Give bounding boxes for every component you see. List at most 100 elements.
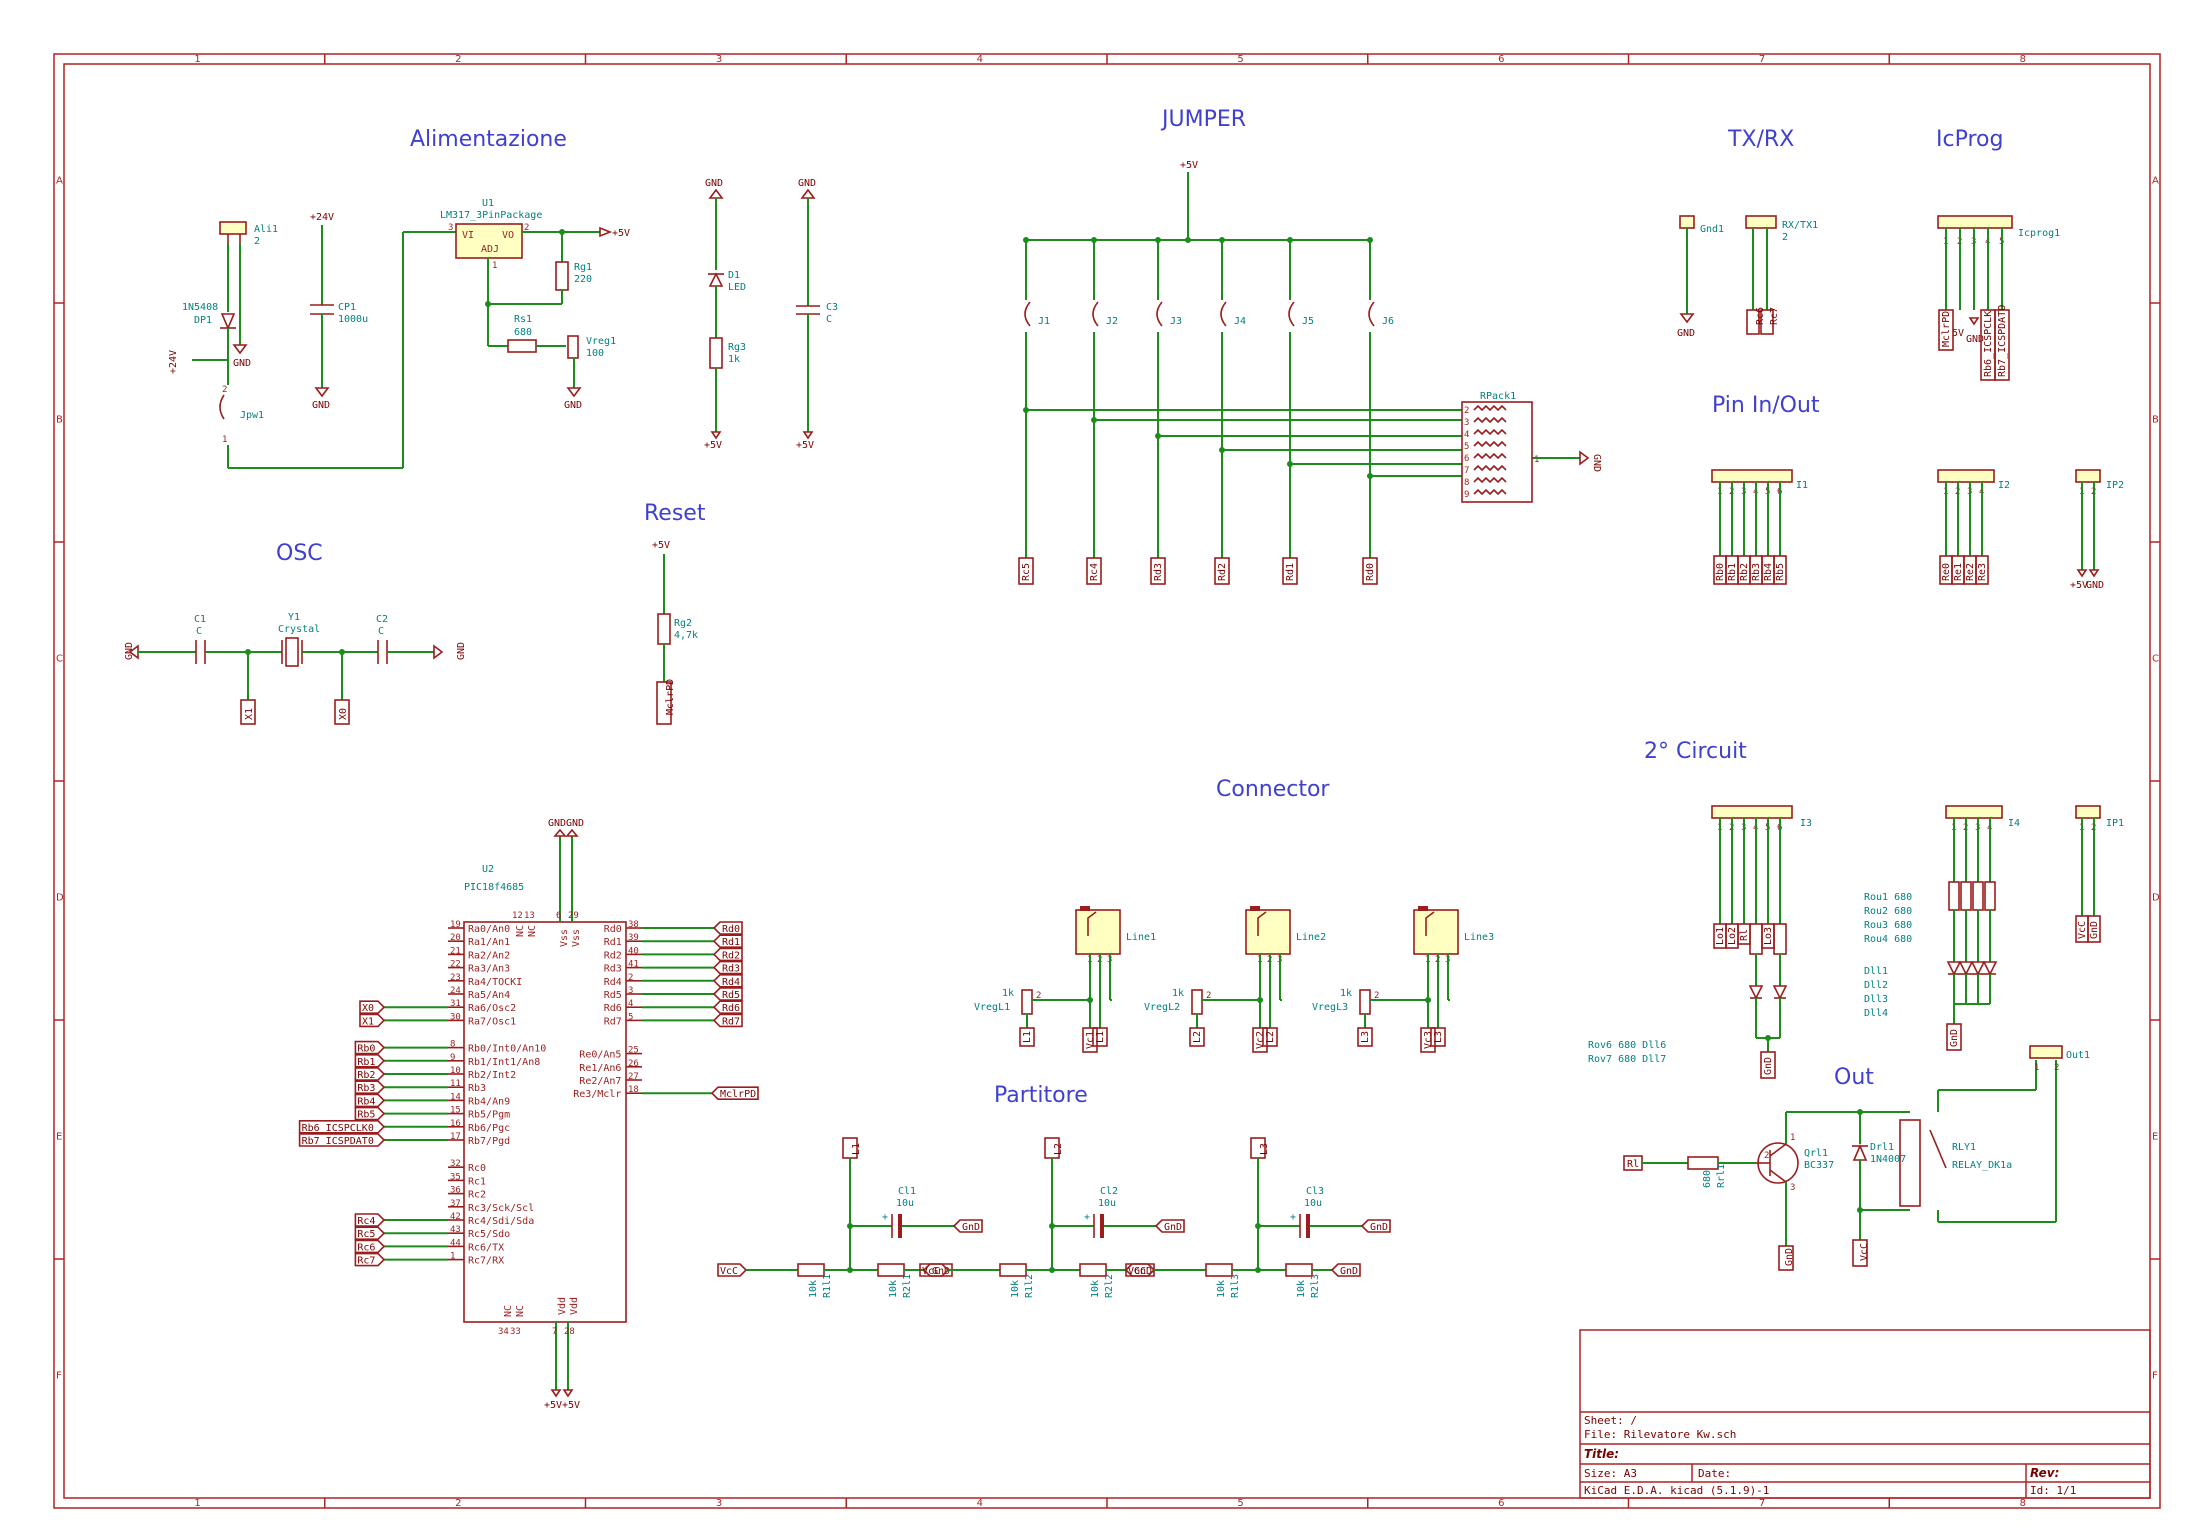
pic-pin-10: 10 bbox=[450, 1066, 461, 1076]
frame-col-top-6: 6 bbox=[1498, 54, 1504, 65]
frame-col-bottom-3: 3 bbox=[716, 1498, 722, 1509]
pic-pin-41: 41 bbox=[628, 960, 639, 970]
frame-col-top-4: 4 bbox=[977, 54, 983, 65]
partitore-vcc-2: VcC bbox=[922, 1266, 940, 1277]
c1-value: C bbox=[196, 626, 202, 637]
pic-pin-22: 22 bbox=[450, 960, 461, 970]
pic-pin-11: 11 bbox=[450, 1079, 461, 1089]
line-ref-3: Line3 bbox=[1464, 932, 1494, 943]
jumper-J2-ref: J2 bbox=[1106, 316, 1118, 327]
pic-pin-name-19: Ra0/An0 bbox=[468, 924, 510, 935]
frame-col-top-3: 3 bbox=[716, 54, 722, 65]
rpack1-pin-9: 9 bbox=[1464, 490, 1469, 500]
pic-left-label-flag-Rb5 bbox=[354, 1106, 386, 1121]
tb-id: Id: 1/1 bbox=[2030, 1484, 2076, 1497]
tb-kicad: KiCad E.D.A. kicad (5.1.9)-1 bbox=[1584, 1484, 1769, 1497]
line-connector-3 bbox=[1413, 909, 1459, 955]
circuit2-dll-led-4 bbox=[1982, 961, 1998, 976]
u1-adj: ADJ bbox=[481, 244, 499, 255]
jumper-J3-icon bbox=[1156, 301, 1163, 327]
section-title-alimentazione: Alimentazione bbox=[410, 127, 567, 152]
osc-block: GND C1 C Y1 Crystal C2 C GND X1 X0 bbox=[124, 612, 467, 725]
partitore-cap-ref-1: Cl1 bbox=[898, 1186, 916, 1197]
osc-gnd-left-label: GND bbox=[124, 642, 135, 660]
jumper-label-Rd2-flag bbox=[1214, 557, 1230, 585]
pic-pin-40: 40 bbox=[628, 946, 639, 956]
frame-row-left-B: B bbox=[56, 415, 63, 426]
partitore-cap-gnd-3: GnD bbox=[1370, 1222, 1388, 1233]
pic-top-Vss-0: Vss bbox=[559, 929, 570, 947]
qrl1-pin2: 2 bbox=[1764, 1151, 1769, 1161]
partitore-r1-value-3: 10k bbox=[1216, 1280, 1227, 1298]
pic-right-label-Rd4: Rd4 bbox=[722, 977, 740, 988]
pic-left-label-flag-Rb3 bbox=[354, 1080, 386, 1094]
pic-pin-37: 37 bbox=[450, 1199, 461, 1209]
pic-pin-15: 15 bbox=[450, 1106, 461, 1116]
pic-right-label-flag-Rd3 bbox=[712, 960, 743, 975]
vregl-value-2: 1k bbox=[1172, 988, 1184, 999]
pic-left-label-X0: X0 bbox=[362, 1003, 374, 1014]
vregl-pot-1 bbox=[1021, 989, 1033, 1015]
vregl-value-1: 1k bbox=[1002, 988, 1014, 999]
vregl-pot-2 bbox=[1191, 989, 1203, 1015]
frame-row-left-E: E bbox=[56, 1132, 62, 1143]
rrl1-value: 680 bbox=[1702, 1170, 1713, 1188]
partitore-chain-gnd-1: GnD bbox=[932, 1266, 950, 1277]
rpack1-pin-2: 2 bbox=[1464, 406, 1469, 416]
partitore-vcc-3-flag bbox=[1125, 1263, 1156, 1277]
txrx-rc6-label: Rc6 bbox=[1755, 307, 1766, 325]
partitore-r2-value-2: 10k bbox=[1090, 1280, 1101, 1298]
i3-ref: I3 bbox=[1800, 818, 1812, 829]
diode-dp1-icon bbox=[220, 313, 236, 331]
pic-pin-36: 36 bbox=[450, 1186, 461, 1196]
jumper-J6-ref: J6 bbox=[1382, 316, 1394, 327]
u1-pin1: 1 bbox=[492, 261, 497, 271]
pic-pin-name-35: Rc1 bbox=[468, 1176, 486, 1187]
i2-label-Re1: Re1 bbox=[1953, 563, 1964, 581]
frame-col-bottom-6: 6 bbox=[1498, 1498, 1504, 1509]
pic-pin-name-10: Rb2/Int2 bbox=[468, 1070, 516, 1081]
pic-pin-20: 20 bbox=[450, 933, 461, 943]
partitore-r2-ref-3: R2l3 bbox=[1310, 1274, 1321, 1298]
frame-col-bottom-5: 5 bbox=[1237, 1498, 1243, 1509]
drl1-value: 1N4007 bbox=[1870, 1154, 1906, 1165]
rpack1-pin-8: 8 bbox=[1464, 478, 1469, 488]
pic-bottom-nc-1: NC bbox=[515, 1305, 526, 1317]
jumper-label-Rc4: Rc4 bbox=[1089, 563, 1100, 581]
line-ref-1: Line1 bbox=[1126, 932, 1156, 943]
icprog-clk-label: Rb6_ICSPCLK bbox=[1983, 311, 1994, 377]
rxtx1-value: 2 bbox=[1782, 232, 1788, 243]
osc-gnd-right-label: GND bbox=[456, 642, 467, 660]
gnd-symbol bbox=[232, 344, 248, 355]
rrl1-ref: Rrl1 bbox=[1716, 1164, 1727, 1188]
y1-value: Crystal bbox=[278, 624, 320, 635]
pic-top-pin-29: 29 bbox=[568, 911, 579, 921]
pic-left-label-flag-Rc4 bbox=[354, 1213, 386, 1227]
pic-pin-name-36: Rc2 bbox=[468, 1190, 486, 1201]
i3-label-rl: Rl bbox=[1739, 929, 1750, 941]
i2-label-Re0: Re0 bbox=[1941, 563, 1952, 581]
partitore-r1-ref-2: R1l2 bbox=[1024, 1274, 1035, 1298]
conn-vc-label-1: Vc1 bbox=[1085, 1031, 1096, 1049]
partitore-top-label-1: L1 bbox=[851, 1143, 862, 1155]
p24v-label-b: +24V bbox=[310, 212, 334, 223]
jumper-label-Rd2: Rd2 bbox=[1217, 563, 1228, 581]
title-block: Sheet: / File: Rilevatore Kw.sch Title: … bbox=[1579, 1329, 2151, 1499]
pic-left-label-flag-Rc5 bbox=[354, 1226, 386, 1240]
out-vcc-label: VcC bbox=[1859, 1243, 1870, 1261]
out1-pin-1: 1 bbox=[2034, 1063, 2039, 1073]
circuit2-dll-2: Dll2 bbox=[1864, 980, 1888, 991]
conn-l-label-1-flag bbox=[1019, 1027, 1035, 1047]
section-title-reset: Reset bbox=[644, 501, 706, 526]
partitore-r1-ref-3: R1l3 bbox=[1230, 1274, 1241, 1298]
icprog-dat-label-flag bbox=[1994, 309, 2010, 381]
frame-col-top-5: 5 bbox=[1237, 54, 1243, 65]
pic-right-label-Rd6: Rd6 bbox=[722, 1003, 740, 1014]
i3-label-lo1: Lo1 bbox=[1715, 927, 1726, 945]
rpack1-common-pin: 1 bbox=[1534, 455, 1539, 465]
c2-ref: C2 bbox=[376, 614, 388, 625]
pic-5v-label-a: +5V bbox=[544, 1400, 562, 1411]
pic-pin-44: 44 bbox=[450, 1238, 461, 1248]
vreg1-value: 100 bbox=[586, 348, 604, 359]
partitore-r1-value-1: 10k bbox=[808, 1280, 819, 1298]
